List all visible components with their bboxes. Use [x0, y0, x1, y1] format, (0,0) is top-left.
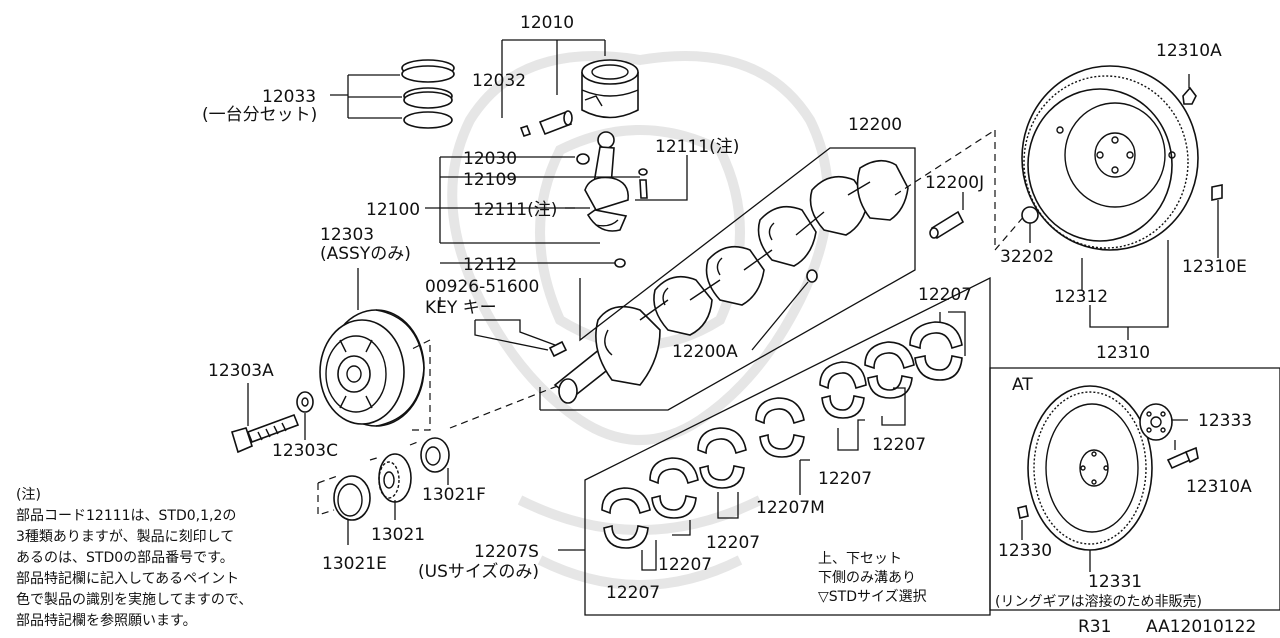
label-12033: 12033 — [262, 87, 316, 107]
bearing-box — [584, 276, 991, 616]
flywheel-dowel — [1211, 184, 1223, 258]
set-note-2: 下側のみ溝あり — [818, 570, 916, 586]
label-12112: 12112 — [463, 255, 517, 275]
pilot-bearing — [1021, 206, 1039, 243]
label-12303: 12303 — [320, 225, 374, 245]
piston-pin — [519, 110, 573, 138]
label-12111-top: 12111(注) — [655, 137, 739, 157]
label-12207M: 12207M — [756, 498, 825, 518]
label-12310: 12310 — [1096, 343, 1150, 363]
note-line: 部品コード12111は、STD0,1,2の — [16, 508, 236, 524]
label-12331: 12331 — [1088, 572, 1142, 592]
label-12207-d: 12207 — [706, 533, 760, 553]
label-12303A: 12303A — [208, 361, 274, 381]
label-13021E: 13021E — [322, 554, 387, 574]
crank-sprocket — [378, 453, 412, 503]
note-line: 3種類ありますが、製品に刻印して — [16, 529, 234, 545]
label-12207-b: 12207 — [872, 435, 926, 455]
set-note-1: 上、下セット — [818, 551, 902, 567]
drive-plate-reinforcement — [1139, 403, 1173, 441]
note-block: (注) 部品コード12111は、STD0,1,2の 3種類ありますが、製品に刻印… — [16, 487, 252, 629]
label-12207-f: 12207 — [606, 583, 660, 603]
label-12109: 12109 — [463, 170, 517, 190]
label-12310E: 12310E — [1182, 257, 1247, 277]
pulley-washer — [296, 391, 314, 413]
label-32202: 32202 — [1000, 247, 1054, 267]
label-12310A-at: 12310A — [1186, 477, 1252, 497]
label-12111-mid: 12111(注) — [473, 200, 557, 220]
footer-model: R31 — [1078, 617, 1111, 637]
note-line: あるのは、STD0の部品番号です。 — [16, 550, 234, 566]
label-key: KEY キー — [425, 298, 497, 318]
label-12030: 12030 — [463, 149, 517, 169]
label-12330: 12330 — [998, 541, 1052, 561]
label-12010: 12010 — [520, 13, 574, 33]
label-12207S: 12207S — [474, 542, 539, 562]
label-12200A: 12200A — [672, 342, 738, 362]
label-13021F: 13021F — [422, 485, 486, 505]
front-oil-seal — [333, 475, 371, 521]
label-12331-sub: (リングギアは溶接のため非販売) — [995, 593, 1202, 610]
label-12100: 12100 — [366, 200, 420, 220]
label-12312: 12312 — [1054, 287, 1108, 307]
crankshaft-key — [548, 340, 568, 358]
flexplate-bolt — [1166, 446, 1199, 470]
label-12207S-sub: (USサイズのみ) — [418, 562, 539, 582]
label-12207-a: 12207 — [918, 285, 972, 305]
label-at: AT — [1012, 375, 1033, 395]
note-line: 色で製品の識別を実施してますので、 — [16, 591, 252, 608]
footer-code: AA12010122 — [1146, 617, 1256, 637]
flywheel-mt — [1021, 65, 1199, 251]
label-12207-e: 12207 — [658, 555, 712, 575]
flexplate-washer — [1017, 505, 1029, 519]
pilot-bushing — [929, 210, 965, 240]
sprocket-spacer — [420, 437, 450, 473]
piston — [581, 59, 639, 119]
label-12303-sub: (ASSYのみ) — [320, 244, 411, 264]
note-line: 部品特記欄に記入してあるペイント — [16, 570, 239, 587]
label-12033-sub: (一台分セット) — [202, 105, 317, 125]
main-bearings — [601, 321, 963, 549]
label-12200: 12200 — [848, 115, 902, 135]
flywheel-bolt — [1182, 74, 1197, 105]
note-line: (注) — [16, 487, 41, 503]
label-00926: 00926-51600 — [425, 277, 539, 297]
part-labels: 12010 12033 (一台分セット) 12032 12200 12030 1… — [202, 13, 1256, 637]
crank-pulley — [319, 309, 425, 427]
note-line: 部品特記欄を参照願います。 — [16, 612, 197, 629]
label-13021: 13021 — [371, 525, 425, 545]
label-12333: 12333 — [1198, 411, 1252, 431]
label-12207-c: 12207 — [818, 469, 872, 489]
set-note-3: ▽STDサイズ選択 — [818, 589, 927, 605]
label-12200J: 12200J — [925, 173, 984, 193]
connecting-rod — [576, 131, 648, 268]
label-12303C: 12303C — [272, 441, 338, 461]
pulley-bolt — [231, 413, 300, 454]
label-12032: 12032 — [472, 71, 526, 91]
crankshaft — [553, 159, 909, 404]
at-box — [989, 367, 1280, 611]
label-12310A-top: 12310A — [1156, 41, 1222, 61]
flexplate-at — [1027, 385, 1153, 551]
piston-rings — [401, 59, 455, 129]
